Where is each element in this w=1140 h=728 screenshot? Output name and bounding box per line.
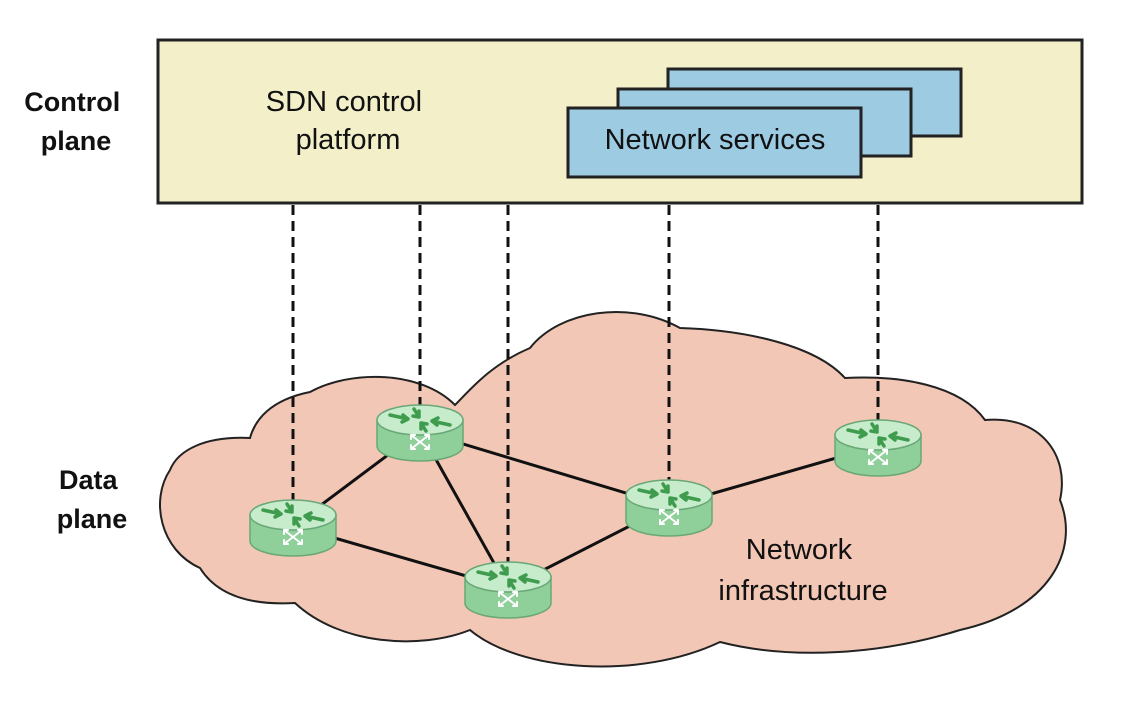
router-icon bbox=[248, 498, 338, 558]
router-icon bbox=[833, 418, 923, 478]
data-plane-label: Data plane bbox=[57, 465, 128, 534]
sdn-control-platform-label-line: SDN control bbox=[266, 86, 422, 118]
network-infrastructure-label-line: Network bbox=[746, 534, 853, 566]
router-icon bbox=[624, 478, 714, 538]
control-plane-label-line: Control bbox=[24, 87, 120, 117]
control-plane-label: Control plane bbox=[24, 87, 128, 156]
router-icon bbox=[463, 560, 553, 620]
sdn-control-platform-label-line: platform bbox=[296, 124, 401, 156]
network-service-box-front bbox=[566, 106, 863, 179]
control-connections bbox=[291, 205, 880, 562]
network-infrastructure-label: Network infrastructure bbox=[718, 534, 887, 607]
network-services-label: Network services bbox=[605, 124, 826, 156]
sdn-control-platform-label: SDN control platform bbox=[266, 86, 430, 156]
data-plane-label-line: Data bbox=[59, 465, 119, 495]
data-plane-label-line: plane bbox=[57, 504, 128, 534]
router-icon bbox=[375, 403, 465, 463]
control-plane-label-line: plane bbox=[41, 126, 112, 156]
network-infrastructure-label-line: infrastructure bbox=[718, 575, 887, 607]
